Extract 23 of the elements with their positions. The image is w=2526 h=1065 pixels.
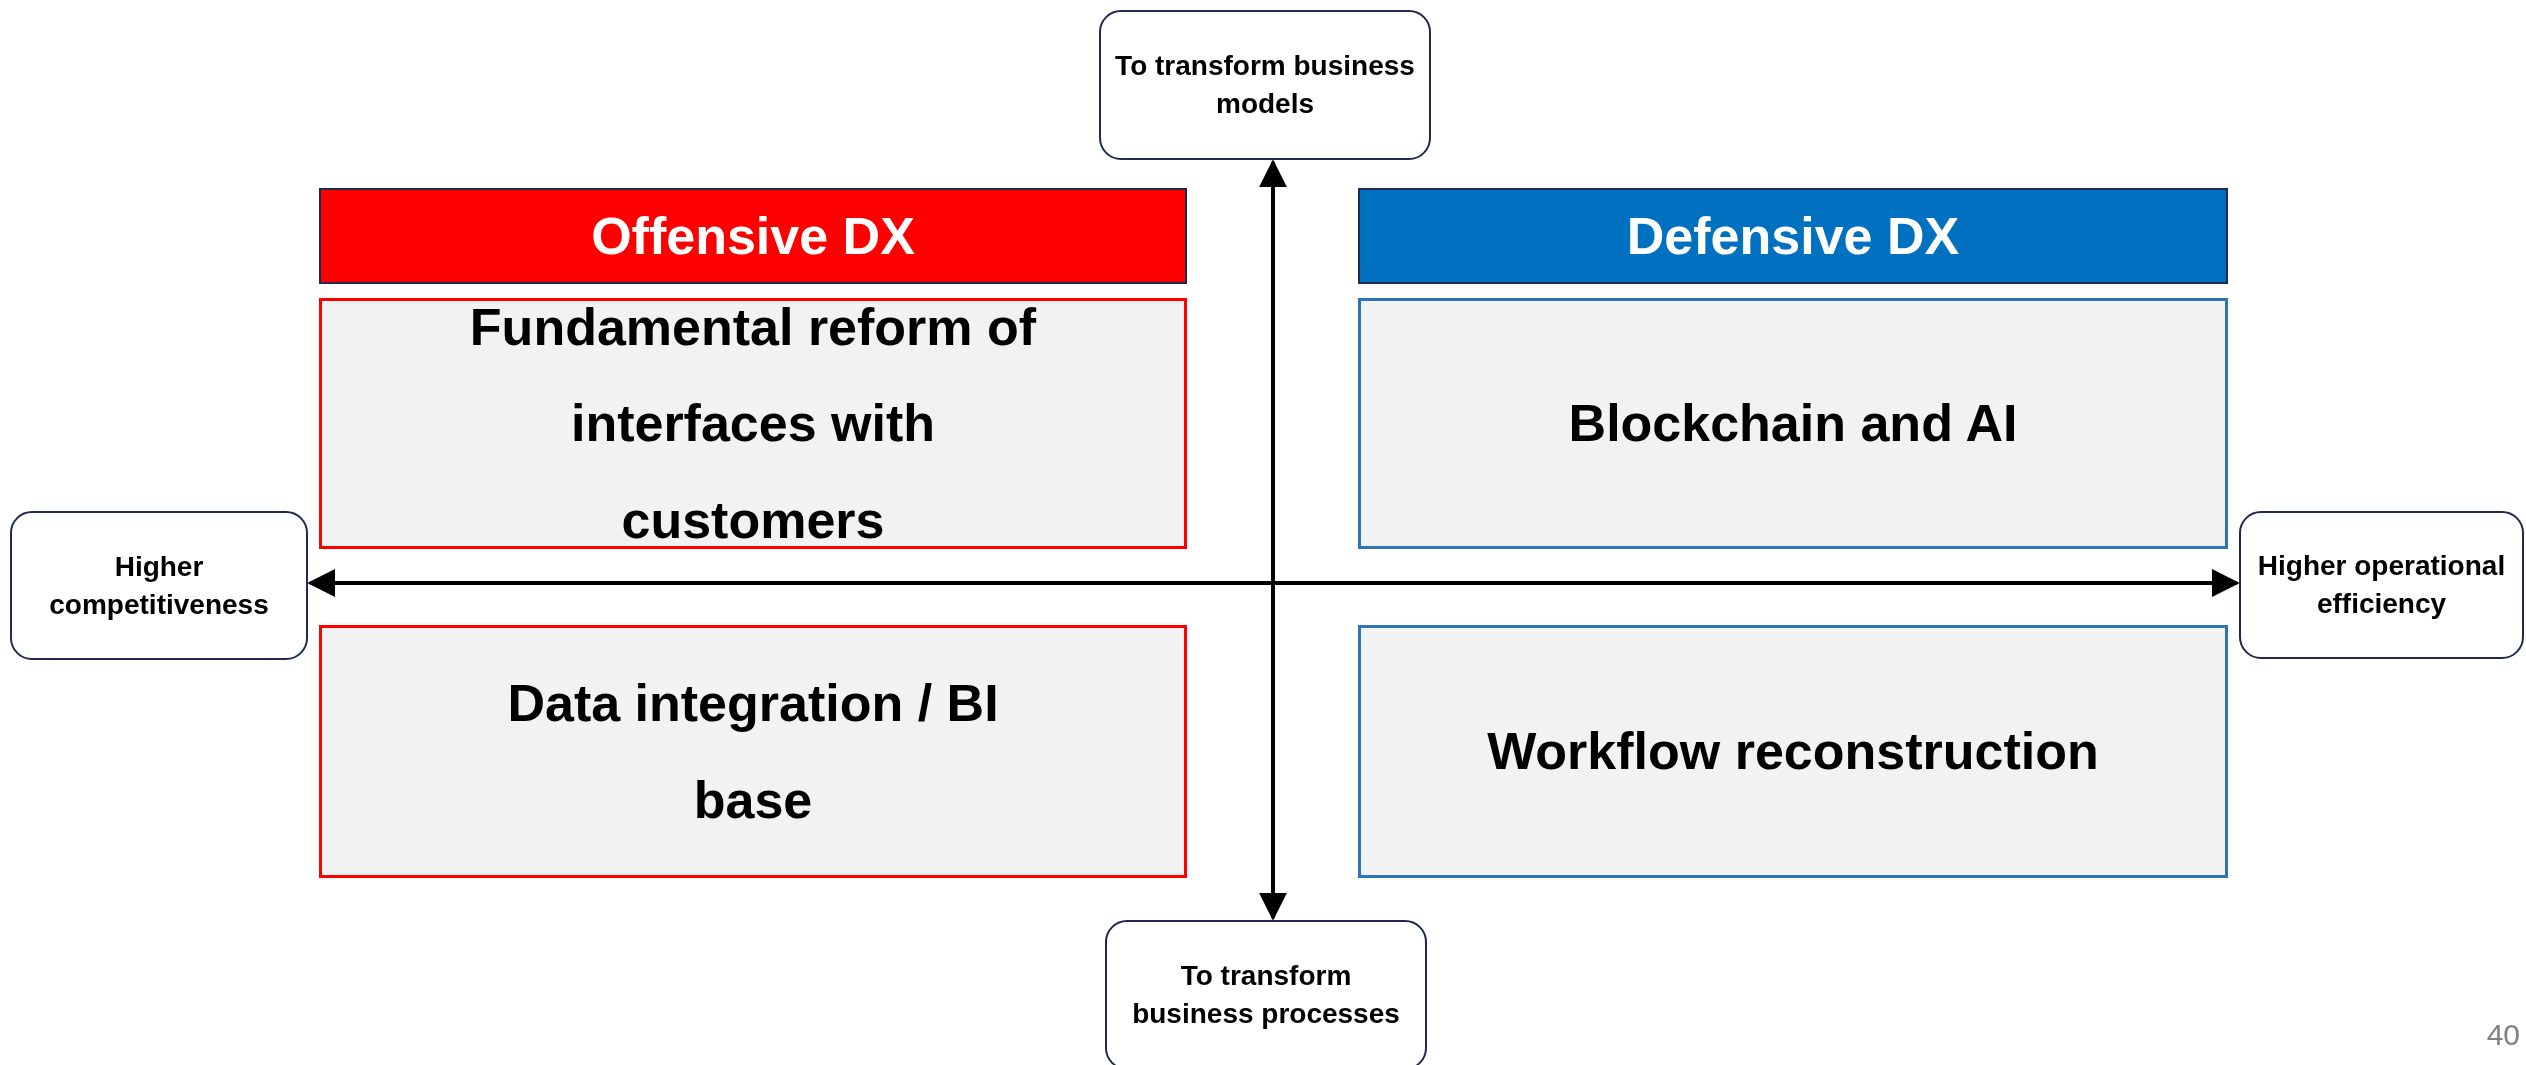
axis-arrow	[307, 569, 2240, 597]
quadrant-text: Blockchain and AI	[1568, 393, 2018, 455]
quadrant-box	[319, 625, 1187, 878]
page-number: 40	[2486, 1018, 2520, 1052]
axis-label-box	[10, 511, 308, 660]
quadrant-text: Data integration / BI base	[506, 673, 1000, 831]
quadrant-box	[1358, 625, 2228, 878]
axis-label-box	[1105, 920, 1427, 1065]
header-text: Offensive DX	[591, 205, 915, 267]
quadrant-text: Workflow reconstruction	[1487, 721, 2099, 783]
header-text: Defensive DX	[1626, 205, 1960, 267]
axis-label: To transform business processes	[1131, 959, 1401, 1031]
header-bar	[319, 188, 1187, 284]
axis-arrow	[1259, 159, 1287, 921]
axis-label-box	[2239, 511, 2524, 659]
quadrant-box	[319, 298, 1187, 549]
axis-label: To transform business models	[1115, 49, 1415, 121]
axis-label: Higher competitiveness	[48, 549, 270, 622]
header-bar	[1358, 188, 2228, 284]
axis-label: Higher operational efficiency	[2256, 549, 2507, 621]
axis-label-box	[1099, 10, 1431, 160]
quadrant-box	[1358, 298, 2228, 549]
quadrant-text: Fundamental reform of interfaces with customers	[468, 297, 1038, 551]
